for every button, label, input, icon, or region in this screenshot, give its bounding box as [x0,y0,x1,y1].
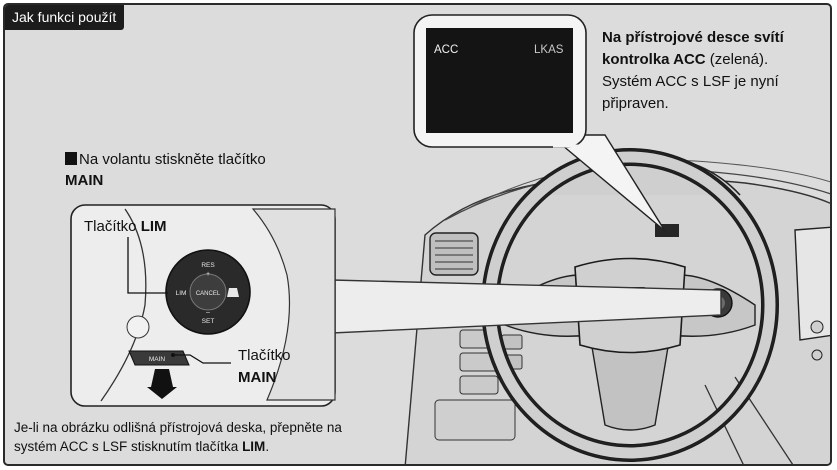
panel-line3: Systém ACC s LSF je nyní [602,73,779,90]
section-tag: Jak funkci použít [5,5,125,30]
res-label: RES [201,262,215,269]
footnote: Je-li na obrázku odlišná přístrojová des… [14,418,484,456]
lkas-indicator: LKAS [534,44,564,56]
footnote-line2: systém ACC s LSF stisknutím tlačítka [14,439,243,454]
bullet-square-icon [65,152,77,165]
panel-callout-text: Na přístrojové desce svítí kontrolka ACC… [602,27,827,115]
footnote-line2-bold: LIM [242,439,266,454]
panel-line2-rest: (zelená). [705,51,769,68]
air-vent-left [429,232,479,276]
instrument-panel-callout: ACC LKAS [413,14,666,232]
instruction-line1: Na volantu stiskněte tlačítko [79,151,266,168]
panel-line1: Na přístrojové desce svítí [602,29,784,46]
figure-frame: ACC LKAS RES + CANCEL LIM – SET MAIN [3,3,832,466]
instruction-line2-bold: MAIN [65,172,104,189]
steering-switch-inset: RES + CANCEL LIM – SET MAIN [70,204,336,407]
cancel-label: CANCEL [196,291,221,297]
panel-line4: připraven. [602,95,669,112]
lim-switch-label: LIM [176,290,187,297]
main-callout-line1: Tlačítko [238,347,291,364]
plus-label: + [206,271,210,278]
main-button-callout: Tlačítko MAIN [238,345,348,389]
distance-icon [227,288,239,297]
instruction-text: Na volantu stiskněte tlačítko MAIN [65,149,405,191]
footnote-line1: Je-li na obrázku odlišná přístrojová des… [14,420,342,435]
main-callout-bold: MAIN [238,369,277,386]
main-switch-label: MAIN [149,356,166,363]
press-arrow-icon [147,387,177,399]
panel-line2-bold: kontrolka ACC [602,51,706,68]
footnote-line2-end: . [265,439,270,454]
meter-display [426,28,573,133]
set-label: SET [202,318,215,325]
lim-button-callout: Tlačítko LIM [84,218,167,236]
minus-label: – [206,309,210,316]
lim-callout-bold: LIM [140,218,167,235]
acc-indicator: ACC [434,44,458,56]
lim-callout-prefix: Tlačítko [84,218,141,235]
illustration: ACC LKAS RES + CANCEL LIM – SET MAIN [70,14,830,464]
